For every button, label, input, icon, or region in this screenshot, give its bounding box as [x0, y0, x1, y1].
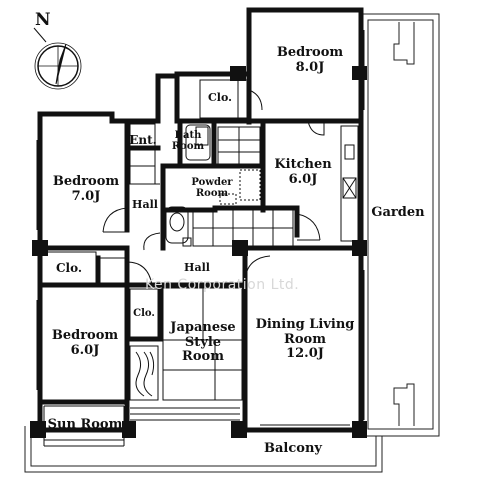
bedroom-w-name: Bedroom	[52, 174, 120, 189]
pillars	[30, 66, 367, 438]
balcony-outline	[24, 426, 383, 473]
compass-icon	[33, 27, 82, 90]
room-label-bedroom-6j: Bedroom 6.0J	[45, 328, 125, 358]
room-label-closet-ne: Clo.	[208, 91, 232, 104]
room-label-hall-upper: Hall	[132, 198, 158, 211]
bedroom-ne-size: 8.0J	[295, 59, 325, 75]
room-label-hall-lower: Hall	[184, 261, 210, 274]
powder-line2: Room	[195, 188, 229, 200]
compass-north-label: N	[35, 10, 51, 30]
garden-outline	[360, 13, 440, 437]
japanese-line3: Room	[182, 349, 224, 365]
room-label-sunroom: Sun Room	[47, 417, 123, 432]
dining-line1: Dining Living	[255, 317, 355, 332]
room-label-kitchen: Kitchen 6.0J	[268, 157, 338, 187]
japanese-line1: Japanese	[170, 320, 236, 335]
watermark: Ken Corporation Ltd.	[145, 277, 300, 293]
dining-line3: 12.0J	[286, 346, 324, 362]
bath-line2: Room	[171, 141, 205, 153]
room-label-bedroom-7j: Bedroom 7.0J	[48, 174, 124, 204]
powder-line1: Powder	[191, 177, 233, 188]
japanese-line2: Style	[184, 334, 222, 350]
bedroom-sw-size: 6.0J	[70, 342, 100, 358]
room-label-powder: Powder Room	[184, 177, 240, 199]
room-label-bedroom-8j: Bedroom 8.0J	[262, 45, 358, 75]
kitchen-name: Kitchen	[274, 157, 332, 172]
fixtures	[36, 30, 365, 447]
kitchen-size: 6.0J	[288, 171, 318, 187]
bath-line1: Bath	[174, 130, 202, 141]
room-label-japanese: Japanese Style Room	[164, 320, 242, 365]
room-label-entrance: Ent.	[129, 133, 157, 147]
bedroom-w-size: 7.0J	[71, 188, 101, 204]
room-label-garden: Garden	[371, 205, 425, 220]
room-label-closet-w: Clo.	[55, 261, 83, 275]
dining-line2: Room	[284, 331, 326, 347]
room-label-bath: Bath Room	[168, 130, 208, 152]
room-label-dining-living: Dining Living Room 12.0J	[252, 317, 358, 362]
room-label-closet-sw: Clo.	[133, 308, 155, 319]
room-label-balcony: Balcony	[264, 441, 322, 456]
bedroom-sw-name: Bedroom	[51, 328, 119, 343]
walls	[37, 7, 364, 433]
bedroom-ne-name: Bedroom	[276, 45, 344, 60]
